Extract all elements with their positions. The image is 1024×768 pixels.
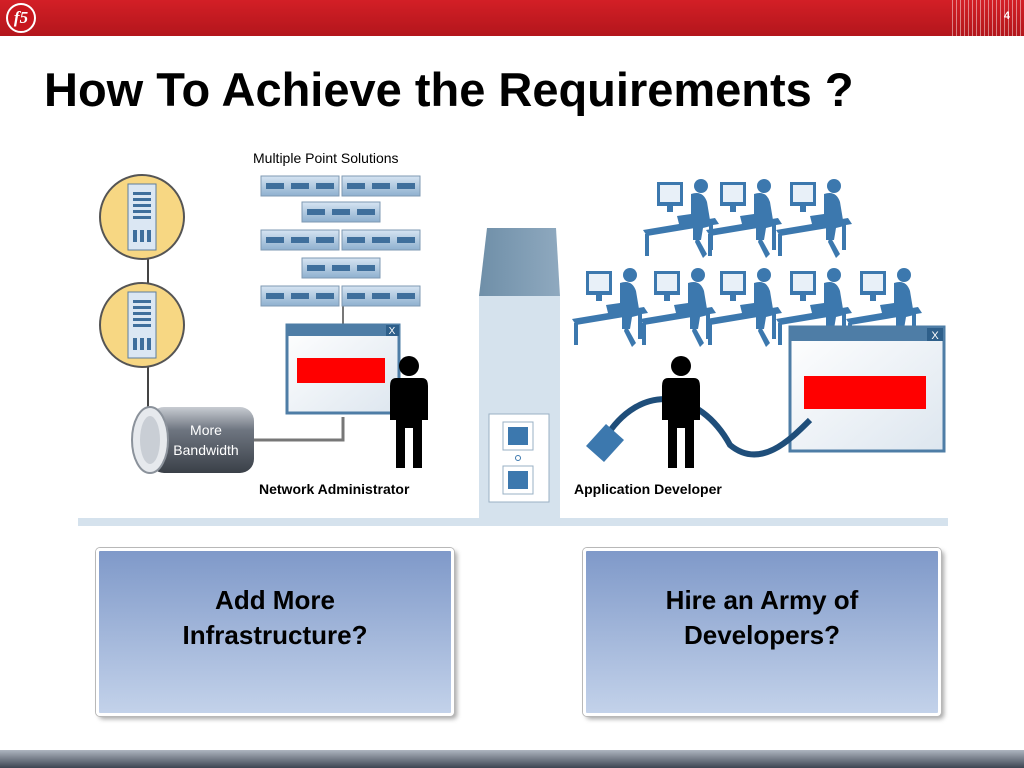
developer-window-close-icon: X (931, 330, 939, 342)
bandwidth-pipe-icon (131, 406, 254, 474)
admin-window-close-icon: X (389, 326, 396, 337)
developer-window-icon (788, 325, 946, 453)
option-infrastructure-line1: Add More (215, 585, 335, 615)
switch-stack-icon (260, 175, 421, 307)
header-bar: f5 4 (0, 0, 1024, 36)
network-admin-person-icon (390, 356, 428, 468)
bandwidth-label-line2: Bandwidth (173, 442, 239, 458)
option-box-infrastructure: Add More Infrastructure? (96, 548, 454, 716)
header-stripes (952, 0, 1024, 36)
admin-window-icon (285, 323, 401, 415)
server-icon-2 (99, 282, 185, 368)
network-cable-icon (586, 396, 813, 462)
point-solutions-label: Multiple Point Solutions (253, 150, 399, 166)
bandwidth-label: More Bandwidth (160, 420, 252, 460)
option-developers-line2: Developers? (683, 620, 841, 650)
developer-crowd-icon (572, 179, 922, 347)
application-delivery-device-icon (479, 228, 560, 518)
floor-line (78, 518, 948, 526)
app-developer-person-icon (662, 356, 700, 468)
page-number: 4 (1003, 10, 1010, 22)
slide-title: How To Achieve the Requirements ? (44, 63, 854, 116)
server-icon-1 (99, 174, 185, 260)
f5-logo: f5 (6, 3, 36, 33)
app-developer-label: Application Developer (574, 481, 722, 497)
network-admin-label: Network Administrator (259, 481, 410, 497)
option-box-developers: Hire an Army of Developers? (583, 548, 941, 716)
bandwidth-label-line1: More (190, 422, 222, 438)
option-developers-line1: Hire an Army of (665, 585, 859, 615)
option-infrastructure-line2: Infrastructure? (182, 620, 368, 650)
footer-bar (0, 750, 1024, 768)
